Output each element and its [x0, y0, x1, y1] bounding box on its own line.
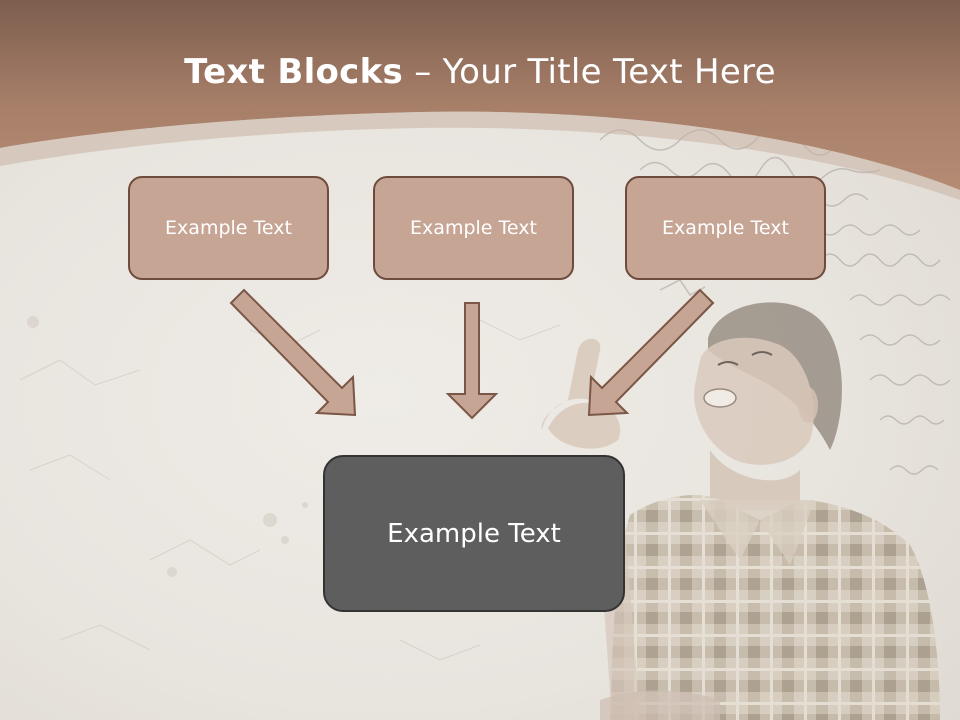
- text-block-1[interactable]: Example Text: [128, 176, 329, 280]
- arrow-center: [445, 302, 499, 420]
- text-block-3-label: Example Text: [662, 217, 789, 239]
- main-text-block-label: Example Text: [387, 518, 561, 549]
- arrow-left: [229, 288, 357, 417]
- title-regular-part: – Your Title Text Here: [403, 52, 776, 92]
- header-band: [0, 0, 960, 200]
- main-text-block[interactable]: Example Text: [323, 455, 625, 612]
- text-block-1-label: Example Text: [165, 217, 292, 239]
- text-block-2-label: Example Text: [410, 217, 537, 239]
- text-block-2[interactable]: Example Text: [373, 176, 574, 280]
- text-block-3[interactable]: Example Text: [625, 176, 826, 280]
- arrow-right: [587, 288, 715, 417]
- title-bold-part: Text Blocks: [184, 52, 404, 92]
- slide-title: Text Blocks – Your Title Text Here: [0, 52, 960, 92]
